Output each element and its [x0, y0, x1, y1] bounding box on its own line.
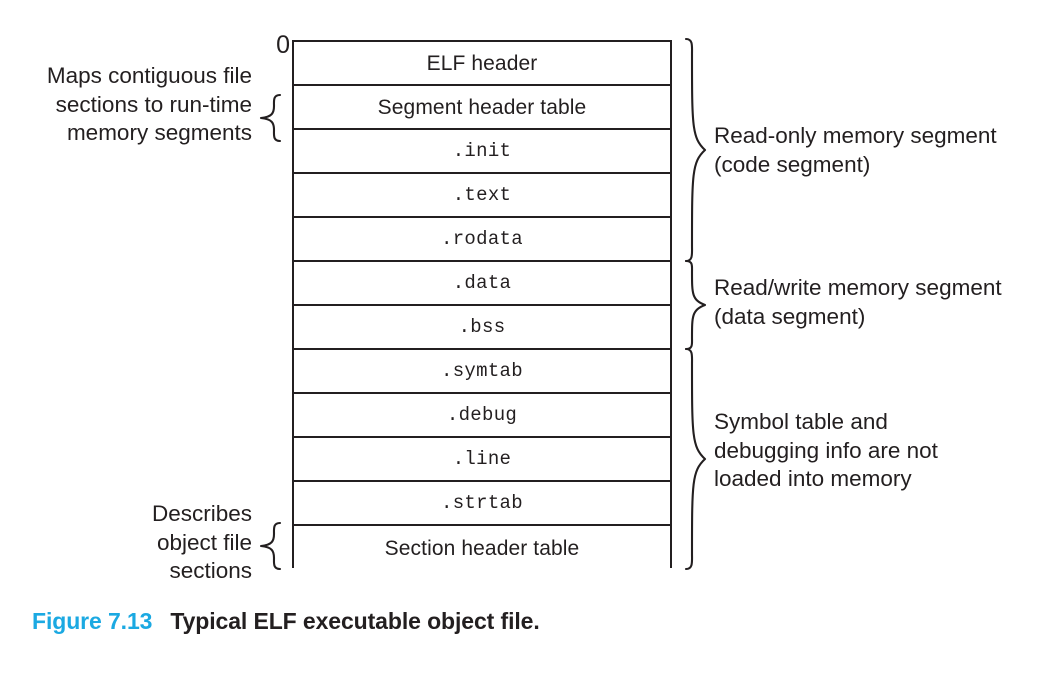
curly-brace-right-facing-icon — [258, 93, 284, 143]
curly-brace-left-facing-icon — [682, 347, 708, 571]
figure-number: Figure 7.13 — [32, 608, 153, 634]
annotation-line: memory segments — [66, 120, 252, 146]
figure-caption: Figure 7.13 Typical ELF executable objec… — [32, 608, 540, 635]
row-label: .text — [452, 183, 512, 206]
annotation-line: object file — [156, 529, 252, 555]
row-label: .strtab — [441, 491, 523, 514]
annotation-maps-contiguous-sections: Maps contiguous file sections to run-tim… — [14, 62, 252, 148]
annotation-read-only-memory-segment: Read-only memory segment (code segment) — [714, 122, 1050, 179]
table-row-section-header-table: Section header table — [294, 526, 670, 570]
annotation-line: debugging info are not — [714, 437, 938, 463]
curly-brace-left-facing-icon — [682, 259, 708, 351]
annotation-line: Read-only memory segment — [714, 123, 997, 148]
row-label: .init — [452, 139, 512, 162]
row-label: .symtab — [441, 359, 523, 382]
row-label: ELF header — [426, 51, 538, 75]
annotation-line: (data segment) — [714, 303, 866, 329]
table-row-data: .data — [294, 262, 670, 306]
row-label: Segment header table — [377, 95, 587, 119]
row-label: Section header table — [384, 536, 580, 560]
table-row-elf-header: ELF header — [294, 42, 670, 86]
table-row-debug: .debug — [294, 394, 670, 438]
annotation-read-write-memory-segment: Read/write memory segment (data segment) — [714, 274, 1050, 331]
annotation-line: sections to run-time — [55, 91, 252, 117]
curly-brace-right-facing-icon — [258, 521, 284, 571]
annotation-line: Describes — [151, 501, 252, 526]
annotation-symbol-table-debug-info: Symbol table and debugging info are not … — [714, 408, 1050, 494]
table-row-rodata: .rodata — [294, 218, 670, 262]
annotation-line: Read/write memory segment — [714, 275, 1002, 300]
table-row-text: .text — [294, 174, 670, 218]
table-row-strtab: .strtab — [294, 482, 670, 526]
curly-brace-left-facing-icon — [682, 37, 708, 263]
table-row-segment-header-table: Segment header table — [294, 86, 670, 130]
row-label: .bss — [458, 315, 506, 338]
origin-offset-label: 0 — [276, 31, 290, 59]
annotation-line: Maps contiguous file — [46, 63, 252, 88]
figure-title: Typical ELF executable object file. — [170, 608, 540, 634]
table-row-line: .line — [294, 438, 670, 482]
elf-section-table: ELF header Segment header table .init .t… — [292, 40, 672, 570]
table-row-bss: .bss — [294, 306, 670, 350]
annotation-line: (code segment) — [714, 151, 871, 177]
annotation-line: Symbol table and — [714, 409, 888, 434]
annotation-line: loaded into memory — [714, 466, 912, 492]
row-label: .debug — [446, 403, 518, 426]
annotation-describes-object-file-sections: Describes object file sections — [14, 500, 252, 586]
row-label: .data — [452, 271, 512, 294]
table-row-symtab: .symtab — [294, 350, 670, 394]
row-label: .rodata — [441, 227, 523, 250]
annotation-line: sections — [169, 558, 252, 584]
table-row-init: .init — [294, 130, 670, 174]
row-label: .line — [452, 447, 512, 470]
